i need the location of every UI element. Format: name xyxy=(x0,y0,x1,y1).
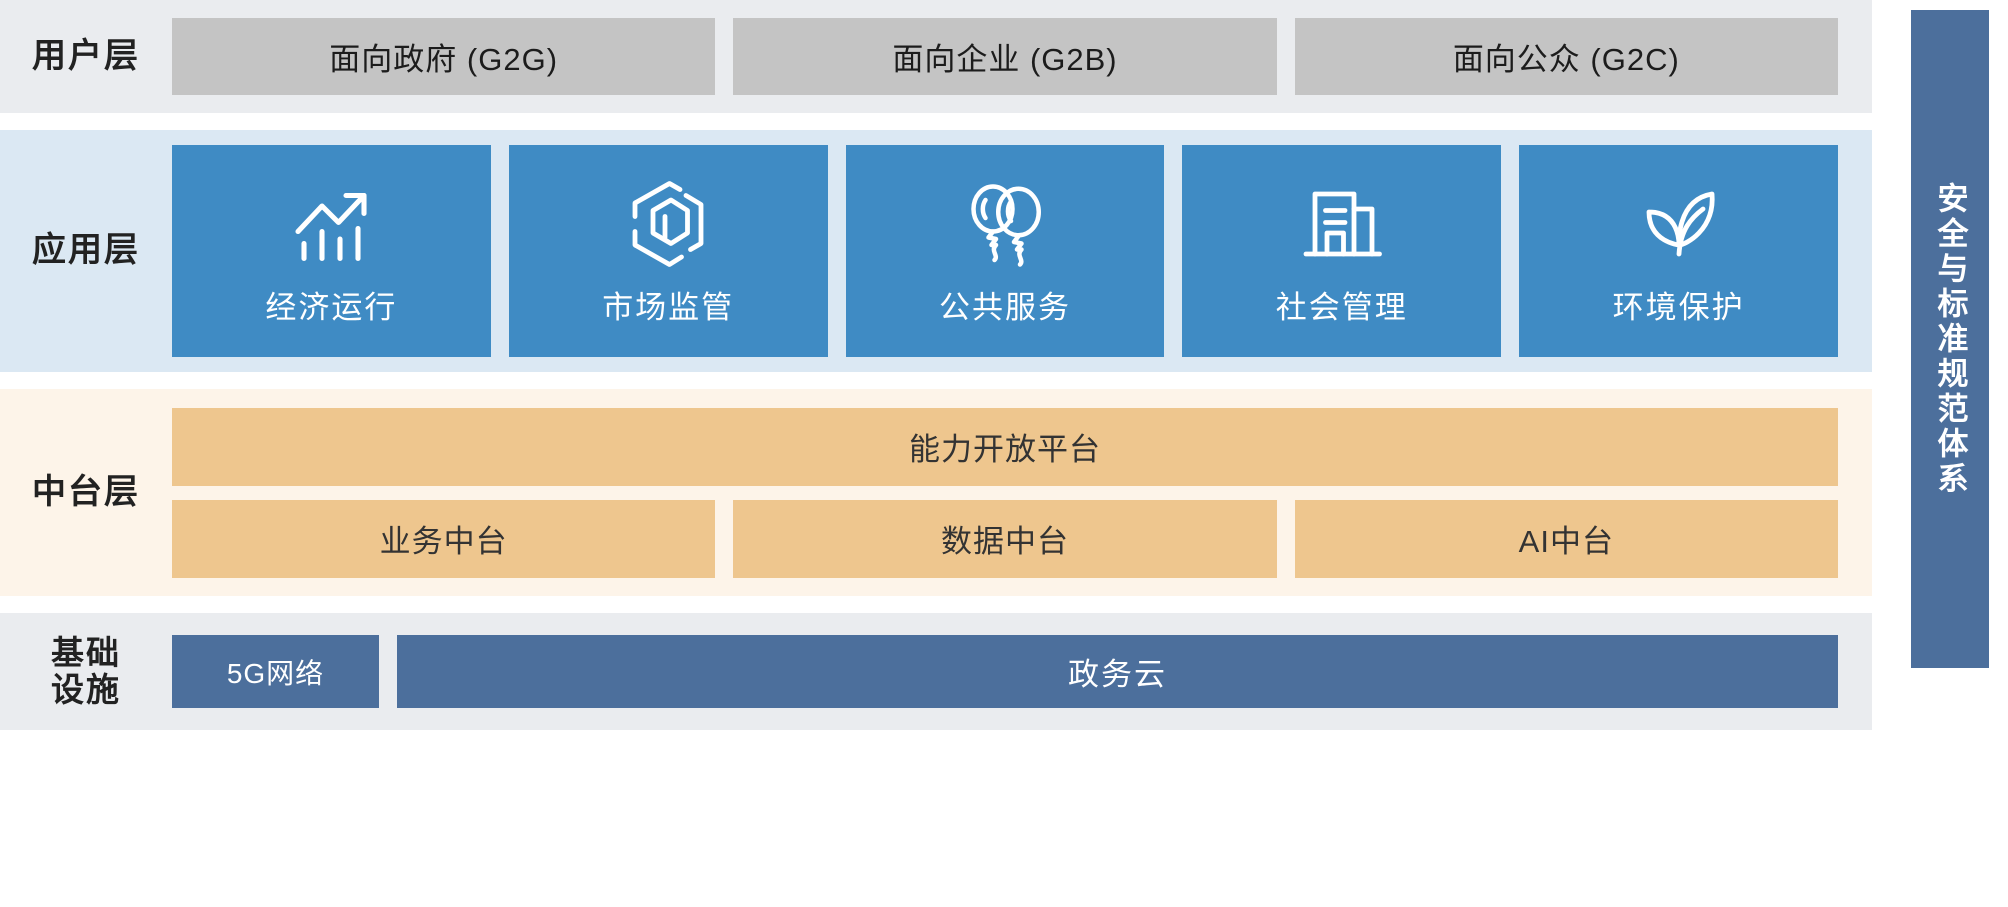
infrastructure-layer-label: 基础 设施 xyxy=(0,634,172,708)
infra-box-government-cloud[interactable]: 政务云 xyxy=(397,635,1838,708)
infrastructure-layer-body: 5G网络 政务云 xyxy=(172,613,1872,730)
growth-chart-icon xyxy=(283,176,379,272)
middle-platform-box-row: 业务中台 数据中台 AI中台 xyxy=(172,499,1838,578)
app-card-environmental-protection-label: 环境保护 xyxy=(1612,289,1745,325)
user-layer: 用户层 面向政府 (G2G) 面向企业 (G2B) 面向公众 (G2C) xyxy=(0,0,1872,113)
app-card-public-service-label: 公共服务 xyxy=(938,289,1071,325)
security-standards-bar-label: 安全与标准规范体系 xyxy=(1932,181,1968,497)
infrastructure-layer-label-line1: 基础 xyxy=(51,634,121,672)
leaf-icon xyxy=(1631,176,1727,272)
user-box-g2b-label: 面向企业 (G2B) xyxy=(892,42,1118,77)
layers-column: 用户层 面向政府 (G2G) 面向企业 (G2B) 面向公众 (G2C) 应用层 xyxy=(0,0,1872,730)
user-box-g2c-label: 面向公众 (G2C) xyxy=(1452,42,1680,77)
user-box-g2g-label: 面向政府 (G2G) xyxy=(329,42,559,77)
capability-open-platform-box[interactable]: 能力开放平台 xyxy=(172,407,1838,486)
application-layer: 应用层 经济运行 xyxy=(0,130,1872,372)
balloons-icon xyxy=(957,176,1053,272)
infrastructure-layer-label-line2: 设施 xyxy=(51,670,121,708)
application-layer-label: 应用层 xyxy=(32,231,140,270)
user-layer-body: 面向政府 (G2G) 面向企业 (G2B) 面向公众 (G2C) xyxy=(172,0,1872,113)
user-box-g2g[interactable]: 面向政府 (G2G) xyxy=(172,18,716,95)
security-standards-bar: 安全与标准规范体系 xyxy=(1872,0,2008,907)
infra-box-5g-network-label: 5G网络 xyxy=(226,657,325,689)
capability-open-platform-label: 能力开放平台 xyxy=(909,432,1101,467)
app-card-social-management[interactable]: 社会管理 xyxy=(1182,145,1502,357)
hexagon-cube-icon xyxy=(620,176,716,272)
infra-box-government-cloud-label: 政务云 xyxy=(1068,657,1167,692)
app-card-economic-operation[interactable]: 经济运行 xyxy=(172,145,491,357)
ai-middle-platform-label: AI中台 xyxy=(1518,524,1614,559)
user-box-g2c[interactable]: 面向公众 (G2C) xyxy=(1294,18,1838,95)
middle-platform-layer-label: 中台层 xyxy=(32,472,140,511)
data-middle-platform-label: 数据中台 xyxy=(940,524,1069,559)
app-card-public-service[interactable]: 公共服务 xyxy=(845,145,1165,357)
business-middle-platform-label: 业务中台 xyxy=(379,524,508,559)
app-card-social-management-label: 社会管理 xyxy=(1275,289,1408,325)
user-box-g2b[interactable]: 面向企业 (G2B) xyxy=(733,18,1277,95)
app-card-market-supervision[interactable]: 市场监管 xyxy=(508,145,828,357)
middle-platform-layer: 中台层 能力开放平台 业务中台 数据中台 AI中台 xyxy=(0,389,1872,596)
middle-platform-layer-body: 能力开放平台 业务中台 数据中台 AI中台 xyxy=(172,389,1872,596)
building-icon xyxy=(1294,176,1390,272)
app-card-market-supervision-label: 市场监管 xyxy=(602,289,735,325)
business-middle-platform-box[interactable]: 业务中台 xyxy=(172,499,716,578)
ai-middle-platform-box[interactable]: AI中台 xyxy=(1294,499,1838,578)
infrastructure-layer: 基础 设施 5G网络 政务云 xyxy=(0,613,1872,730)
app-card-economic-operation-label: 经济运行 xyxy=(265,289,398,325)
app-card-environmental-protection[interactable]: 环境保护 xyxy=(1519,145,1838,357)
data-middle-platform-box[interactable]: 数据中台 xyxy=(733,499,1277,578)
security-standards-bar-inner[interactable]: 安全与标准规范体系 xyxy=(1911,10,1989,668)
application-layer-body: 经济运行 市场监管 xyxy=(172,130,1872,372)
user-layer-label: 用户层 xyxy=(32,36,140,75)
infra-box-5g-network[interactable]: 5G网络 xyxy=(172,635,379,708)
